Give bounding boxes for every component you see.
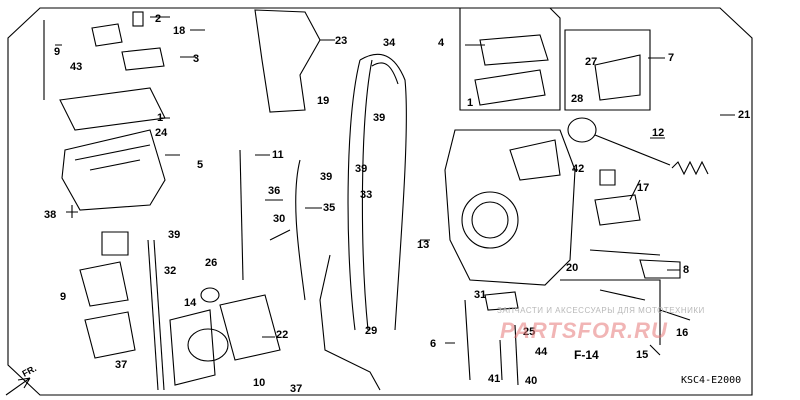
callout-16: 16 — [676, 327, 689, 339]
callout-9b: 9 — [60, 291, 67, 303]
callout-29: 29 — [365, 325, 378, 337]
bracket-part — [254, 9, 321, 113]
cap-small — [200, 287, 220, 303]
callout-20: 20 — [566, 262, 579, 274]
hose-part — [147, 239, 159, 391]
callout-38: 38 — [44, 209, 57, 221]
callout-21: 21 — [738, 109, 751, 121]
cap-part — [91, 23, 123, 47]
callout-11: 11 — [272, 149, 284, 161]
callout-34: 34 — [383, 37, 396, 49]
top-cap-box — [459, 7, 561, 111]
callout-9: 9 — [54, 46, 61, 58]
callout-14: 14 — [184, 297, 197, 309]
callout-36: 36 — [268, 185, 281, 197]
callout-37b: 37 — [290, 383, 303, 395]
callout-43: 43 — [70, 61, 83, 73]
diagram-code: KSC4-E2000 — [681, 375, 742, 386]
callout-3: 3 — [193, 53, 200, 65]
callout-1b: 1 — [467, 97, 474, 109]
callout-25: 25 — [523, 326, 536, 338]
insulator-part — [169, 309, 216, 386]
cable-part — [319, 254, 381, 391]
callout-13: 13 — [417, 239, 430, 251]
callout-30: 30 — [273, 213, 286, 225]
cap-part-b — [121, 47, 165, 71]
callout-41: 41 — [488, 373, 501, 385]
gasket-part — [59, 87, 166, 131]
needle-part — [464, 299, 471, 381]
callout-26: 26 — [205, 257, 218, 269]
callout-6: 6 — [430, 338, 437, 350]
callout-32: 32 — [164, 265, 177, 277]
callout-27: 27 — [585, 56, 598, 68]
callout-19: 19 — [317, 95, 330, 107]
rod-36 — [239, 149, 244, 281]
throttle-drum — [567, 117, 597, 143]
callout-10: 10 — [253, 377, 266, 389]
callout-39d: 39 — [355, 163, 368, 175]
jet-part — [599, 289, 646, 301]
figure-reference: F-14 — [574, 348, 599, 362]
fr-arrow — [5, 377, 31, 396]
callout-35: 35 — [323, 202, 336, 214]
callout-1a: 1 — [157, 112, 164, 124]
watermark-tagline: ЗАПЧАСТИ И АКСЕССУАРЫ ДЛЯ МОТОТЕХНИКИ — [497, 306, 705, 315]
watermark-brand: PARTSFOR.RU — [500, 318, 668, 343]
callout-24: 24 — [155, 127, 168, 139]
jet-assembly — [101, 231, 129, 256]
spring-part — [671, 160, 709, 176]
link-box — [564, 29, 651, 111]
hose-35 — [295, 159, 306, 301]
carburetor-body — [444, 129, 576, 286]
callout-22: 22 — [276, 329, 289, 341]
callout-4: 4 — [438, 37, 445, 49]
callout-37a: 37 — [115, 359, 128, 371]
callout-18: 18 — [173, 25, 186, 37]
callout-8: 8 — [683, 264, 690, 276]
callout-31: 31 — [474, 289, 487, 301]
cap-31 — [484, 291, 519, 311]
callout-7: 7 — [668, 52, 675, 64]
callout-39c: 39 — [373, 112, 386, 124]
callout-17: 17 — [637, 182, 650, 194]
hot-start — [589, 249, 661, 256]
box-15 — [560, 279, 661, 345]
callout-44: 44 — [535, 346, 548, 358]
plug-part — [132, 11, 144, 27]
callout-33: 33 — [360, 189, 373, 201]
diagram-frame — [7, 7, 753, 396]
callout-39a: 39 — [168, 229, 181, 241]
float-chamber — [61, 129, 166, 211]
callout-39b: 39 — [320, 171, 333, 183]
sensor-part — [594, 194, 641, 226]
callout-42: 42 — [572, 163, 585, 175]
callout-2: 2 — [155, 13, 162, 25]
callout-28: 28 — [571, 93, 584, 105]
hose-33 — [347, 59, 361, 331]
hose-34 — [359, 53, 407, 331]
callout-5: 5 — [197, 159, 204, 171]
callout-15: 15 — [636, 349, 649, 361]
callout-12: 12 — [652, 127, 665, 139]
callout-40: 40 — [525, 375, 538, 387]
callout-23: 23 — [335, 35, 348, 47]
screw-part — [66, 205, 78, 218]
